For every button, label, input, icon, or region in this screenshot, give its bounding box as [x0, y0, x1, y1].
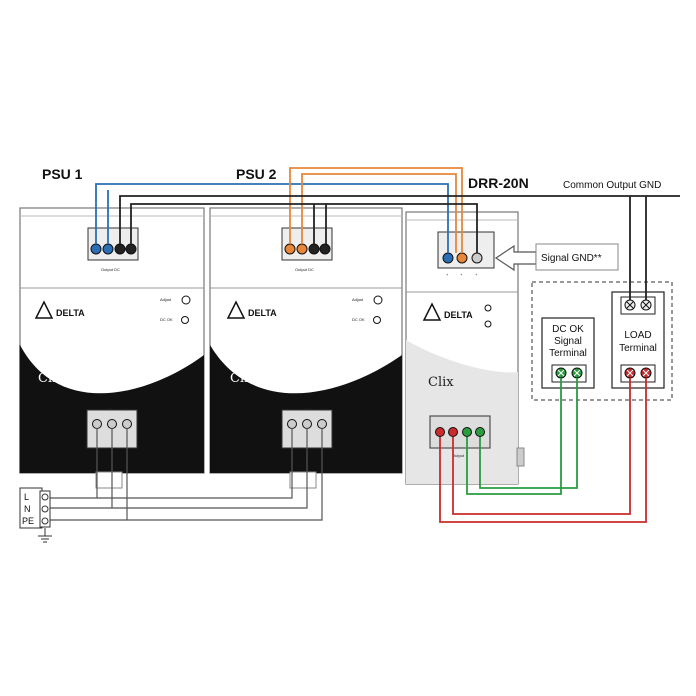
common-gnd-label: Common Output GND: [563, 180, 661, 191]
psu2-minus-terminal-1: [308, 243, 320, 255]
drr-led2-icon: [484, 320, 492, 328]
mains-pe-label: PE: [22, 516, 34, 526]
psu2-plus-terminal-2: [296, 243, 308, 255]
psu2-clix-logo: Clix: [230, 371, 256, 386]
drr-led1-icon: [484, 304, 492, 312]
drr-out-terminal: [471, 252, 483, 264]
psu1-dcok-label: DC OK: [160, 317, 173, 322]
psu1-adjust-label: Adjust: [160, 297, 172, 302]
psu1-plus-terminal-2: [102, 243, 114, 255]
dcok-terminal-line3: Terminal: [549, 348, 587, 359]
psu2-adjust-knob-icon: [373, 295, 383, 305]
psu1-minus-terminal-2: [125, 243, 137, 255]
psu2-ac-n: N: [305, 406, 308, 411]
drr-label: DRR-20N: [468, 175, 529, 191]
psu2-ac-l: L: [289, 406, 292, 411]
psu1-label: PSU 1: [42, 166, 83, 182]
signal-wiring: [439, 378, 647, 523]
drr-brand: DELTA: [444, 310, 473, 320]
psu2-label: PSU 2: [236, 166, 277, 182]
ac-mains-wiring: [48, 428, 323, 521]
psu1-clix-logo: Clix: [38, 371, 64, 386]
psu2-output-dc-label: Output DC: [295, 267, 314, 272]
dc-ok-signal-terminal: DC OK Signal Terminal: [541, 317, 595, 389]
mains-n-label: N: [24, 504, 31, 514]
load-terminal-line2: Terminal: [619, 343, 657, 354]
mains-l-label: L: [24, 492, 29, 502]
psu2-plus-terminal-1: [284, 243, 296, 255]
drr-dcok-terminal-2: [475, 427, 485, 437]
psu2-module: Output DC DELTA Adjust DC OK Clix L N ⏚: [209, 207, 403, 489]
signal-gnd-label: Signal GND**: [541, 253, 602, 264]
drr-relay-terminal-2: [448, 427, 458, 437]
psu1-plus-terminal-1: [90, 243, 102, 255]
delta-logo-icon: [422, 302, 442, 321]
svg-text:+: +: [475, 272, 478, 277]
delta-logo-icon: [34, 300, 54, 319]
delta-logo-icon: [226, 300, 246, 319]
drr-output-label: Output: [452, 453, 465, 458]
psu2-dcok-label: DC OK: [352, 317, 365, 322]
psu2-dcok-led-icon: [373, 316, 381, 324]
svg-text:+: +: [446, 272, 449, 277]
dcok-terminal-line1: DC OK: [552, 324, 584, 335]
psu1-ac-l: L: [94, 406, 97, 411]
psu1-ac-pe: ⏚: [125, 405, 129, 411]
svg-text:+: +: [460, 272, 463, 277]
drr-dcok-terminal-1: [462, 427, 472, 437]
dcok-terminal-line2: Signal: [554, 336, 582, 347]
psu1-minus-terminal-1: [114, 243, 126, 255]
psu2-adjust-label: Adjust: [352, 297, 364, 302]
drr-in2-terminal: [456, 252, 468, 264]
drr-clix-logo: Clix: [428, 375, 454, 390]
signal-gnd-callout: Signal GND**: [494, 243, 619, 272]
psu1-output-dc-label: Output DC: [101, 267, 120, 272]
drr-relay-terminal-1: [435, 427, 445, 437]
psu1-brand: DELTA: [56, 308, 85, 318]
psu1-ac-n: N: [110, 406, 113, 411]
load-terminal-line1: LOAD: [624, 330, 651, 341]
psu2-brand: DELTA: [248, 308, 277, 318]
psu2-minus-terminal-2: [319, 243, 331, 255]
psu1-adjust-knob-icon: [181, 295, 191, 305]
load-terminal: LOAD Terminal: [611, 291, 665, 389]
mains-terminal: L N PE: [19, 487, 52, 543]
external-terminals-frame: [531, 281, 673, 401]
output-wiring: [95, 167, 680, 300]
psu1-dcok-led-icon: [181, 316, 189, 324]
psu2-ac-pe: ⏚: [320, 405, 324, 411]
drr-in1-terminal: [442, 252, 454, 264]
